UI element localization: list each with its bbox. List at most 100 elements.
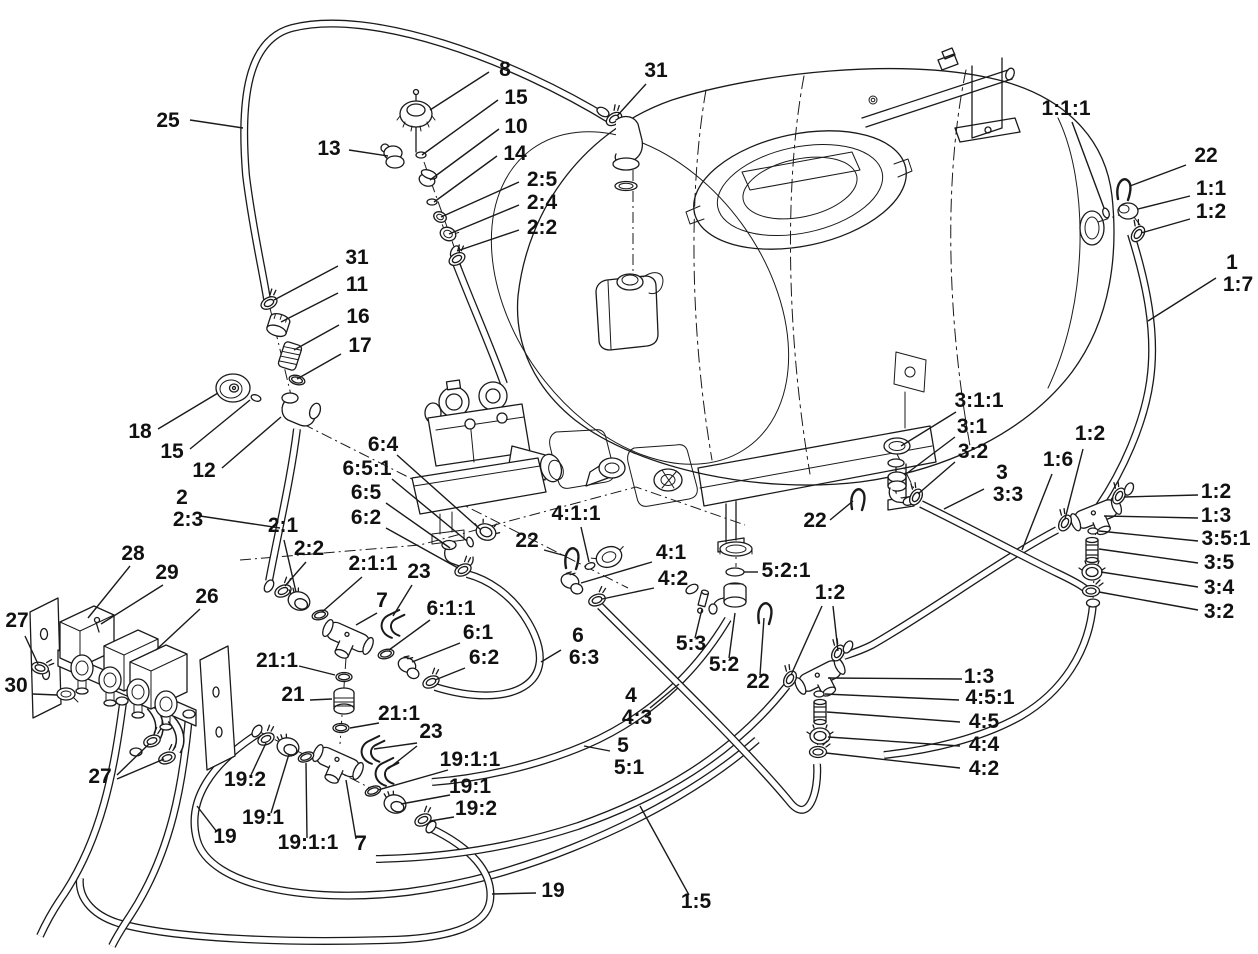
callout-label: 19:1:1: [440, 748, 501, 771]
callout-label: 23: [419, 720, 442, 743]
callout-label: 6:3: [569, 646, 599, 669]
leader-line: [345, 779, 357, 840]
leader-line: [321, 576, 363, 613]
callout-label: 6:2: [351, 506, 381, 529]
callout-label: 25: [156, 109, 180, 132]
leader-line: [433, 155, 498, 203]
leader-line: [392, 584, 413, 617]
hoses: [36, 19, 1157, 948]
leader-line: [377, 769, 449, 791]
tank-flange: [1079, 210, 1105, 246]
callout-label: 6:2: [469, 646, 499, 669]
leader-line: [759, 617, 765, 676]
screw-29: [93, 616, 101, 624]
leader-line: [905, 436, 956, 475]
callout-label: 1:7: [1223, 273, 1253, 296]
callout-label: 6:4: [368, 433, 399, 456]
callout-label: 4:5: [969, 710, 1000, 733]
callout-label: 3:5:1: [1201, 527, 1250, 550]
sump-flange: [719, 541, 753, 557]
nut-4-4: [806, 724, 834, 745]
leader-line: [349, 722, 380, 729]
callout-label: 28: [121, 542, 145, 565]
leader-line: [284, 561, 307, 587]
leader-line: [411, 642, 461, 663]
drain-valve-5-2: [708, 582, 747, 615]
fitting-11: [266, 313, 291, 338]
leader-line: [790, 605, 823, 676]
leader-line: [221, 416, 282, 469]
leader-line: [387, 745, 418, 770]
leader-line: [543, 549, 567, 557]
leader-line: [296, 353, 342, 380]
leader-line: [116, 743, 150, 776]
pump-assembly: [411, 379, 564, 545]
callout-label: 1:2: [1196, 200, 1226, 223]
callout-label: 1:1:1: [1041, 97, 1090, 120]
leader-line: [583, 745, 611, 752]
callout-label: 2:1: [268, 514, 299, 537]
callout-label: 30: [4, 674, 27, 697]
callout-label: 15: [504, 86, 528, 109]
leader-line: [832, 605, 839, 652]
callout-label: 6:1:1: [426, 597, 475, 620]
leader-line: [694, 608, 703, 639]
o-ring-4-1-1: [583, 560, 597, 572]
callout-label: 4:4: [969, 733, 1000, 756]
callout-label: 3: [996, 461, 1008, 484]
leader-line: [639, 805, 690, 896]
callout-label: 5:1: [614, 756, 645, 779]
sprayer-tank: [490, 47, 1115, 553]
callout-label: 4: [625, 684, 637, 707]
clip-22d: [1116, 178, 1132, 202]
callout-label: 18: [128, 420, 152, 443]
leader-line: [917, 461, 956, 495]
callout-label: 22: [515, 529, 538, 552]
callout-label: 19: [213, 825, 236, 848]
o-ring-4-5-1: [813, 690, 825, 698]
callout-label: 19:2: [455, 797, 497, 820]
callout-label: 1: [1226, 251, 1238, 274]
callout-label: 5:2: [709, 653, 739, 676]
callout-label: 7: [376, 589, 388, 612]
leader-line: [199, 515, 281, 529]
leader-line: [305, 762, 308, 839]
callout-label: 4:5:1: [965, 686, 1014, 709]
elbow-fitting-12: [281, 392, 322, 427]
valve-manifold: [29, 597, 236, 771]
callout-label: 3:4: [1204, 576, 1235, 599]
leader-line: [825, 752, 961, 769]
leader-line: [388, 619, 431, 651]
strainer-4-5: [813, 698, 827, 726]
callout-label: 1:2: [1075, 422, 1105, 445]
callout-label: 19:1:1: [278, 831, 339, 854]
leader-line: [1140, 218, 1191, 234]
leader-line: [1098, 591, 1199, 611]
tank-outlet-ports: [585, 457, 683, 492]
leader-line: [157, 392, 219, 430]
callout-label: 3:1: [957, 415, 988, 438]
fitting-19-1R: [379, 788, 410, 817]
callout-label: 6:5:1: [342, 457, 391, 480]
callout-label: 6: [572, 624, 584, 647]
callout-label: 22: [1194, 144, 1217, 167]
tank-lid: [685, 130, 913, 250]
leader-line: [283, 539, 297, 593]
leader-line: [429, 128, 500, 181]
leader-line: [355, 612, 378, 626]
leader-line: [196, 805, 218, 833]
callout-label: 4:2: [658, 567, 688, 590]
o-ring-3-5-1: [1087, 527, 1099, 535]
strainer-3-5: [1085, 536, 1099, 564]
leader-line: [1021, 473, 1053, 551]
leader-line: [1100, 571, 1199, 588]
leader-line: [189, 119, 244, 129]
callout-label: 27: [88, 765, 111, 788]
leader-line: [385, 502, 451, 549]
cap-13: [380, 143, 405, 169]
callout-label: 6:1: [463, 621, 494, 644]
hose-end-3-3: [1085, 598, 1101, 608]
callout-label: 16: [346, 305, 369, 328]
leader-line: [580, 561, 653, 584]
